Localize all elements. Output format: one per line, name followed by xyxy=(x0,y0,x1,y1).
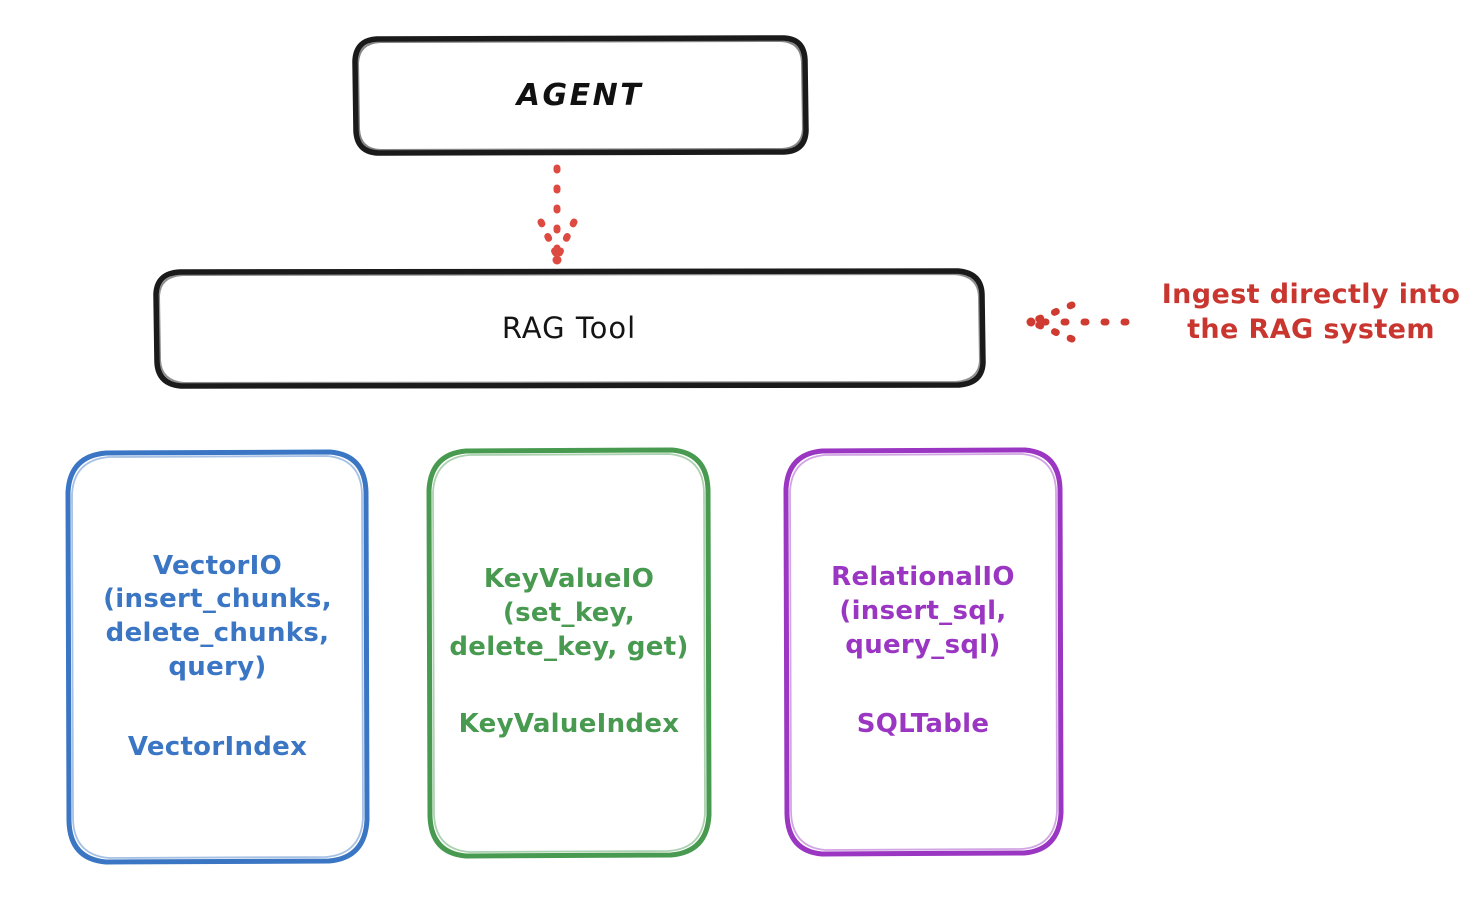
relational-io-node[interactable]: RelationalIO (insert_sql, query_sql) SQL… xyxy=(786,450,1060,853)
vector-io-index-label: VectorIndex xyxy=(127,731,308,762)
relational-io-api-label: RelationalIO (insert_sql, query_sql) xyxy=(831,561,1015,660)
relational-io-index-label: SQLTable xyxy=(856,709,990,740)
key-value-io-api-label: KeyValueIO (set_key, delete_key, get) xyxy=(449,563,689,662)
relational-io-box-outline[interactable] xyxy=(783,447,1064,857)
ingest-annotation-text: Ingest directly into the RAG system xyxy=(1161,279,1461,346)
vector-io-box-outline[interactable] xyxy=(65,449,370,865)
agent-to-rag-arrow xyxy=(537,164,578,265)
agent-label: AGENT xyxy=(516,78,644,113)
agent-node[interactable]: AGENT xyxy=(355,38,805,153)
agent-box-outline[interactable] xyxy=(352,35,809,156)
ingest-to-rag-arrow xyxy=(1026,301,1130,343)
rag-tool-label: RAG Tool xyxy=(501,311,637,345)
key-value-io-index-label: KeyValueIndex xyxy=(458,709,680,740)
vector-io-api-label: VectorIO (insert_chunks, delete_chunks, … xyxy=(103,550,332,682)
key-value-io-node[interactable]: KeyValueIO (set_key, delete_key, get) Ke… xyxy=(430,450,708,855)
key-value-io-box-outline[interactable] xyxy=(426,447,712,859)
rag-tool-box-outline[interactable] xyxy=(153,268,986,389)
rag-tool-node[interactable]: RAG Tool xyxy=(156,271,982,385)
vector-io-node[interactable]: VectorIO (insert_chunks, delete_chunks, … xyxy=(68,452,367,862)
